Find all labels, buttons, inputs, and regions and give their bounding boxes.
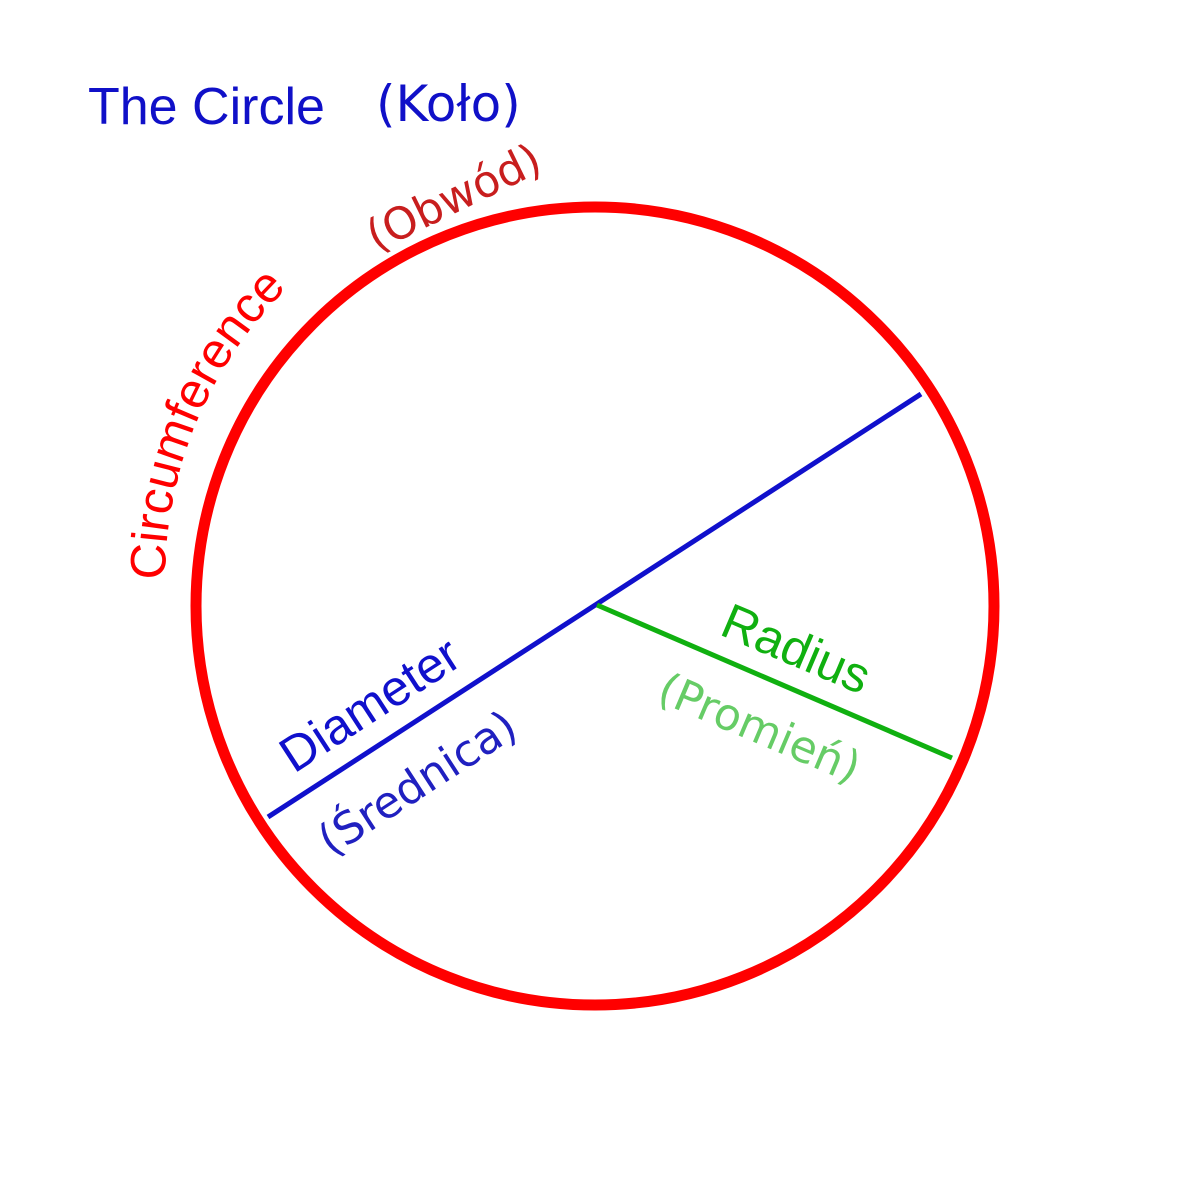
circumference-label-polish: (Obwód) xyxy=(358,134,549,262)
circumference-circle xyxy=(190,201,1000,1011)
diameter-line xyxy=(266,391,923,820)
radius-line xyxy=(596,602,953,761)
radius-label-english: Radius xyxy=(714,593,879,705)
title-polish: (Koło) xyxy=(376,75,521,133)
title-english: The Circle xyxy=(88,78,325,136)
